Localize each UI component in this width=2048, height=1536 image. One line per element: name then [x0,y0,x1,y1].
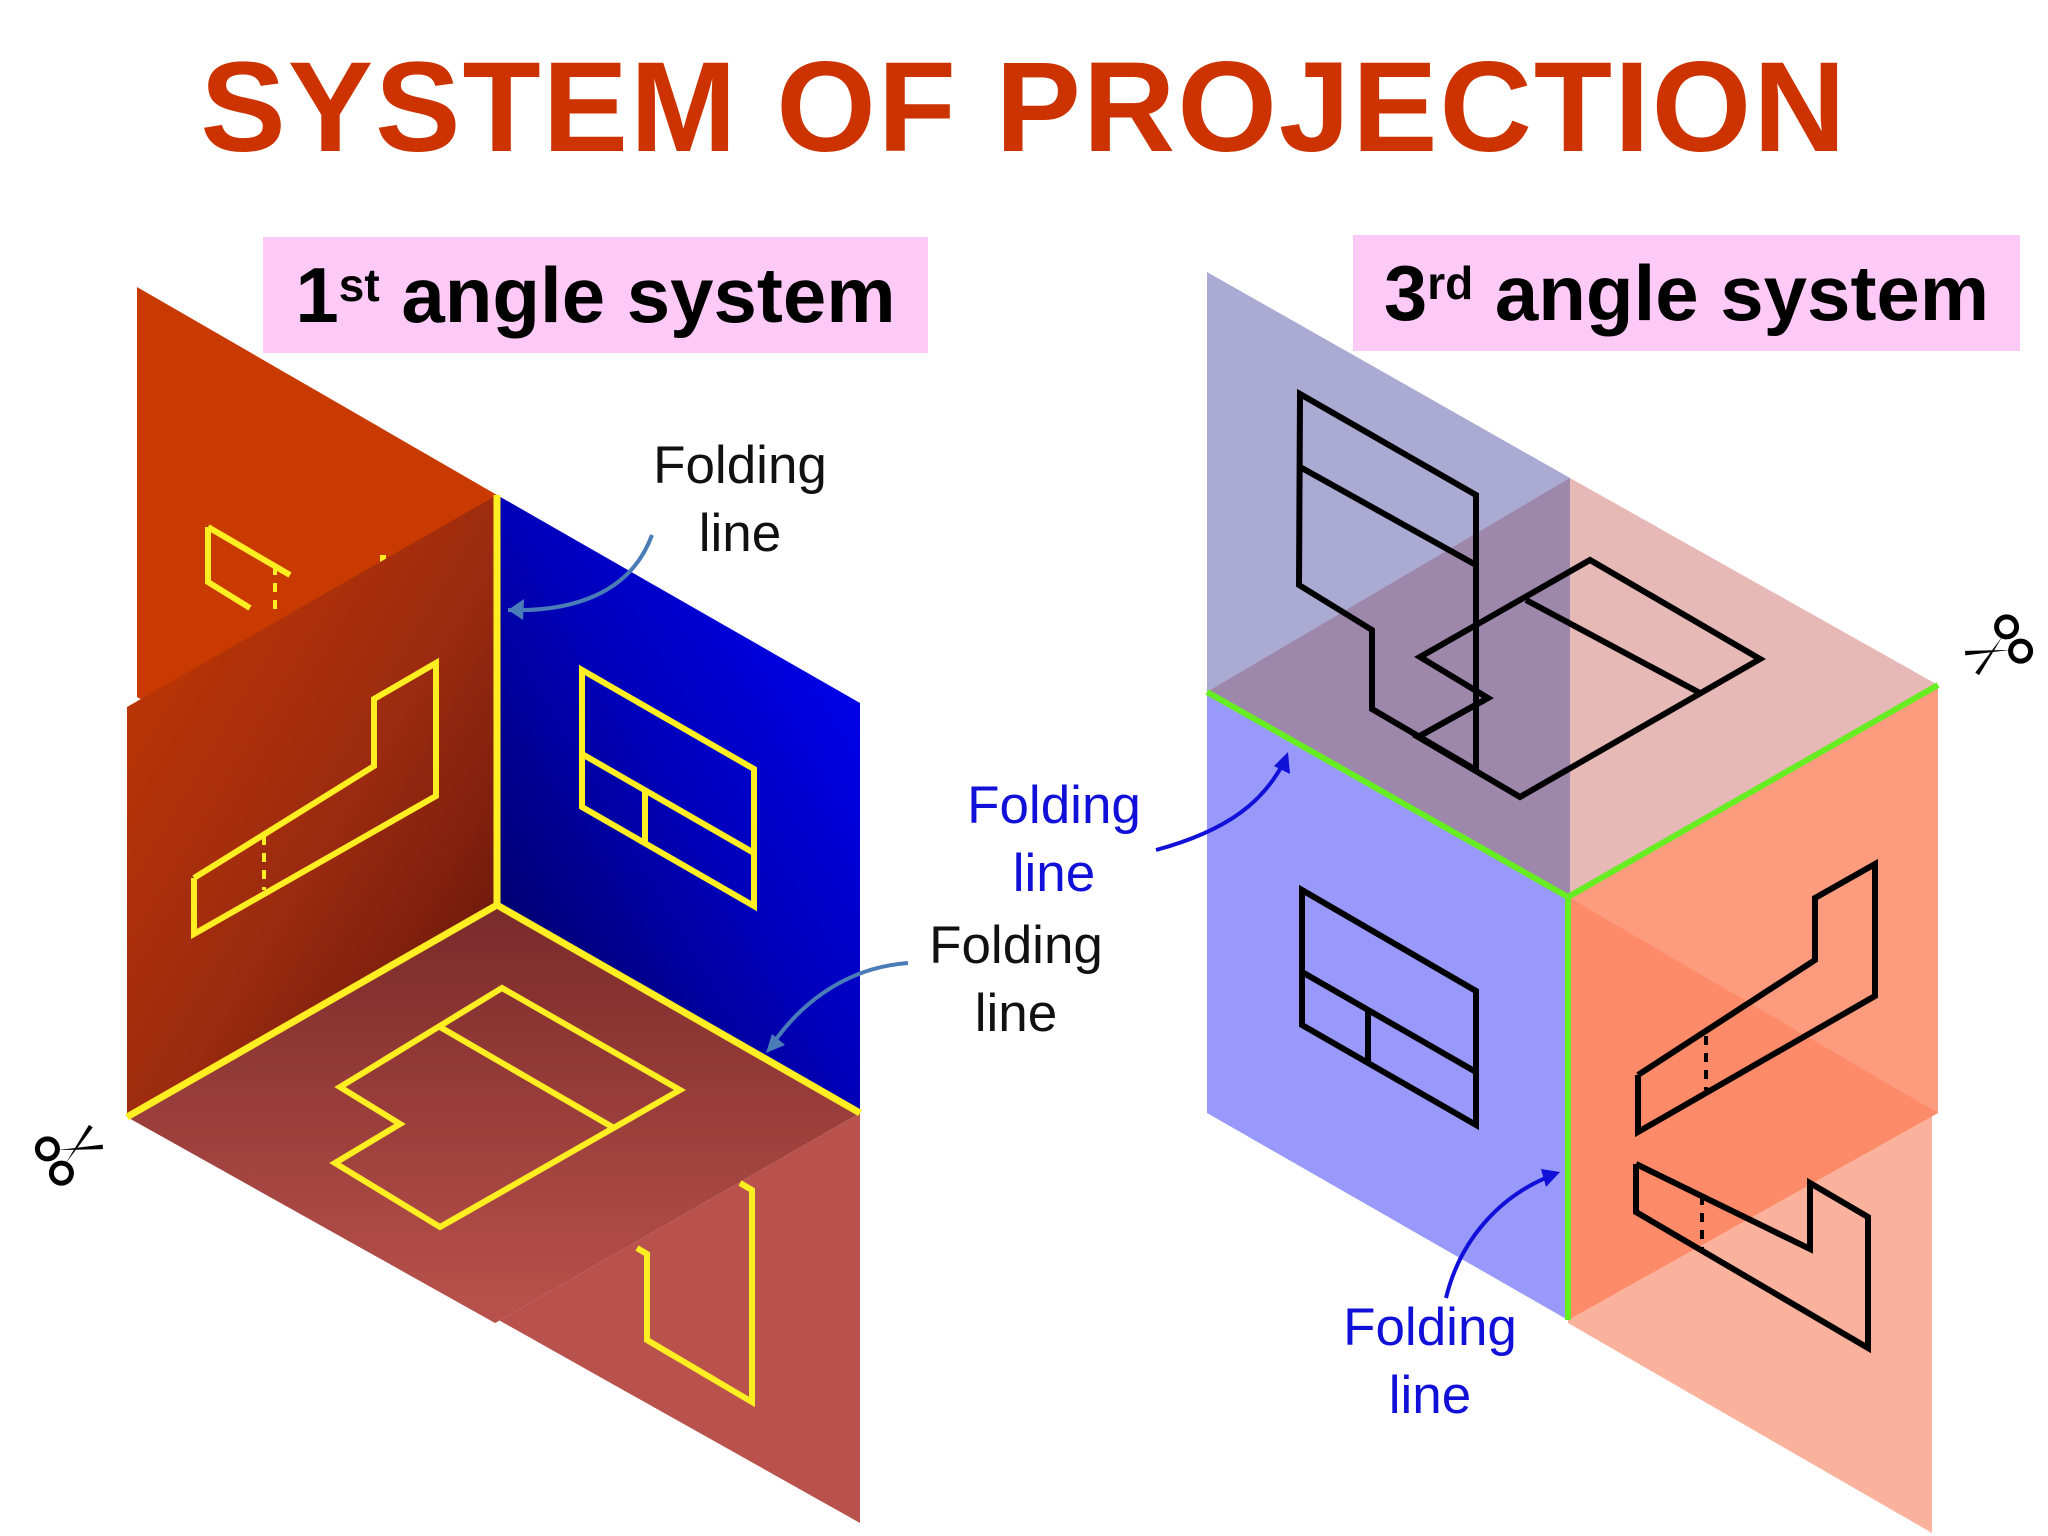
first-angle-arrow-top [507,534,654,613]
first-angle-side-view [191,657,439,940]
first-angle-label-number: 1 [295,250,339,339]
third-angle-label-suffix: rd [1427,257,1474,309]
third-angle-label-text: angle system [1494,248,1990,337]
first-angle-note-bottom-line1: Folding [929,916,1103,975]
first-angle-note-top: Folding line [640,432,840,568]
third-angle-profile-plane-upper [1568,685,1938,1113]
third-angle-note-bottom-line1: Folding [1343,1298,1517,1357]
third-angle-note-left: Folding line [954,772,1154,908]
first-angle-arrow-bottom [768,961,909,1050]
third-angle-arrow-left [1155,759,1287,852]
third-angle-note-bottom: Folding line [1330,1294,1530,1430]
third-angle-note-left-line2: line [1012,844,1096,903]
third-angle-overlap [1207,478,1570,897]
first-angle-note-top-line2: line [698,504,782,563]
first-angle-horizontal-flap [495,1113,860,1523]
third-angle-top-view [1295,388,1479,776]
third-angle-side-view [1635,858,1878,1138]
third-angle-side-view-top [1411,556,1766,801]
first-angle-diagram [34,287,909,1523]
first-angle-label-suffix: st [338,259,380,311]
scissors-icon [1965,614,2034,676]
third-angle-fold-lines [1205,682,1940,1320]
third-angle-side-view-lower [1633,1161,1871,1354]
first-angle-front-view [579,664,757,912]
third-angle-diagram [1155,272,2034,1533]
first-angle-note-bottom: Folding line [916,912,1116,1048]
first-angle-fold-lines [125,495,862,1121]
page-title: SYSTEM OF PROJECTION [200,36,1848,179]
first-angle-profile-plane [497,495,860,1113]
third-angle-front-view [1299,884,1479,1131]
scissors-icon [34,1124,103,1186]
third-angle-note-bottom-line2: line [1388,1366,1472,1425]
first-angle-note-top-line1: Folding [653,436,827,495]
third-angle-label-number: 3 [1383,248,1428,337]
third-angle-arrow-bottom [1444,1173,1554,1299]
first-angle-label-text: angle system [401,250,896,339]
first-angle-top-view [329,984,687,1231]
third-angle-note-left-line1: Folding [967,776,1141,835]
first-angle-flap-view [635,1180,755,1408]
first-angle-note-bottom-line2: line [974,984,1058,1043]
